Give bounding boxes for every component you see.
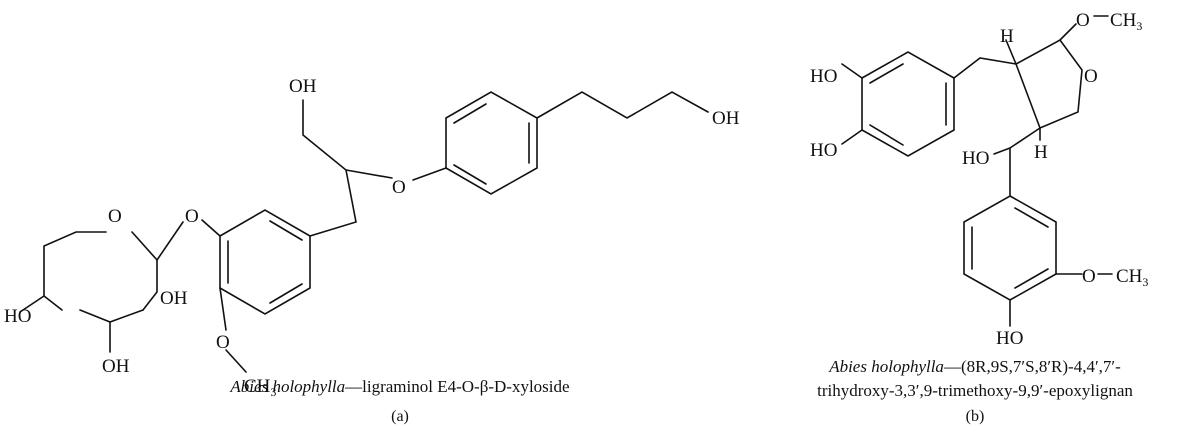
- caption-b: Abies holophylla—(8R,9S,7′S,8′R)-4,4′,7′…: [760, 355, 1190, 403]
- carbinol-bond: [1009, 127, 1041, 149]
- label-o-glyco: O: [185, 206, 199, 227]
- xylose-ho-left-bond: [19, 295, 45, 313]
- labels-a: OH OH O O O HO OH OH O CH3: [4, 76, 740, 399]
- label-b-ch3-top: CH3: [1110, 10, 1142, 33]
- ho-mid-bond: [993, 147, 1011, 155]
- ring-a-middle-double: [227, 220, 303, 304]
- methoxy-bond-a: [219, 287, 227, 331]
- panel-label-b: (b): [965, 408, 985, 425]
- ether-bond-1: [345, 169, 393, 179]
- panel-label-a: (a): [391, 408, 409, 425]
- label-oh-bottom: OH: [102, 356, 130, 377]
- ring-a-right-double: [453, 103, 530, 185]
- label-b-ho-lower: HO: [810, 140, 837, 161]
- label-o-methoxy: O: [216, 332, 230, 353]
- ring-b-guaiacyl: [963, 195, 1057, 301]
- label-ho-left: HO: [4, 306, 31, 327]
- xylose-ring-bonds-right: [131, 231, 158, 311]
- caption-b-species: Abies holophylla: [829, 357, 944, 376]
- label-oh-top: OH: [289, 76, 317, 97]
- methoxy-top-bond: [1059, 23, 1077, 41]
- benzyl-bond-b: [953, 57, 1017, 79]
- structure-b: [841, 15, 1113, 327]
- xylose-ring-bottom: [79, 309, 144, 323]
- ring-b-guaiacyl-double: [971, 207, 1049, 289]
- ether-bond-2: [412, 167, 447, 181]
- ho-upper-bond: [841, 63, 863, 79]
- ring-b-catechol-double: [869, 63, 947, 146]
- label-b-o-methoxy: O: [1082, 266, 1096, 287]
- label-b-ho-mid: HO: [962, 148, 989, 169]
- label-ch3: CH3: [244, 376, 276, 399]
- label-b-o-top: O: [1076, 10, 1090, 31]
- methyl-bond-a: [225, 349, 247, 373]
- label-b-o-ring: O: [1084, 66, 1098, 87]
- caption-b-line1: Abies holophylla—(8R,9S,7′S,8′R)-4,4′,7′…: [760, 355, 1190, 379]
- caption-a: Abies holophylla—ligraminol E4-O-β-D-xyl…: [190, 375, 610, 399]
- ring-b-catechol: [861, 51, 955, 157]
- label-o-ether: O: [392, 177, 406, 198]
- glycosidic-bond-2: [201, 219, 221, 237]
- chain-a: [302, 99, 357, 237]
- glycosidic-bond-1: [156, 221, 184, 261]
- label-b-h-lower: H: [1034, 142, 1048, 163]
- chain-a-right: [536, 91, 709, 119]
- h-upper-bond: [1005, 39, 1017, 65]
- label-oh-mid: OH: [160, 288, 188, 309]
- ho-lower-bond: [841, 129, 863, 145]
- label-oh-right: OH: [712, 108, 740, 129]
- label-b-ho-upper: HO: [810, 66, 837, 87]
- ring-b-furan: [1015, 38, 1083, 130]
- labels-b: O CH3 O H H HO HO HO O CH3 HO: [810, 10, 1148, 349]
- caption-b-line1-text: —(8R,9S,7′S,8′R)-4,4′,7′-: [943, 357, 1121, 376]
- ring-a-middle: [219, 209, 311, 315]
- caption-b-line2: trihydroxy-3,3′,9-trimethoxy-9,9′-epoxyl…: [817, 381, 1133, 400]
- structure-a: [19, 91, 709, 373]
- label-o-ring: O: [108, 206, 122, 227]
- caption-a-compound: —ligraminol E4-O-β-D-xyloside: [345, 377, 570, 396]
- label-b-ho-bottom: HO: [996, 328, 1023, 349]
- caption-a-species: Abies holophylla: [230, 377, 346, 396]
- label-b-ch3-bottom: CH3: [1116, 266, 1148, 289]
- label-b-h-upper: H: [1000, 26, 1014, 47]
- xylose-ring-bonds: [43, 231, 107, 311]
- ring-a-right: [445, 91, 538, 195]
